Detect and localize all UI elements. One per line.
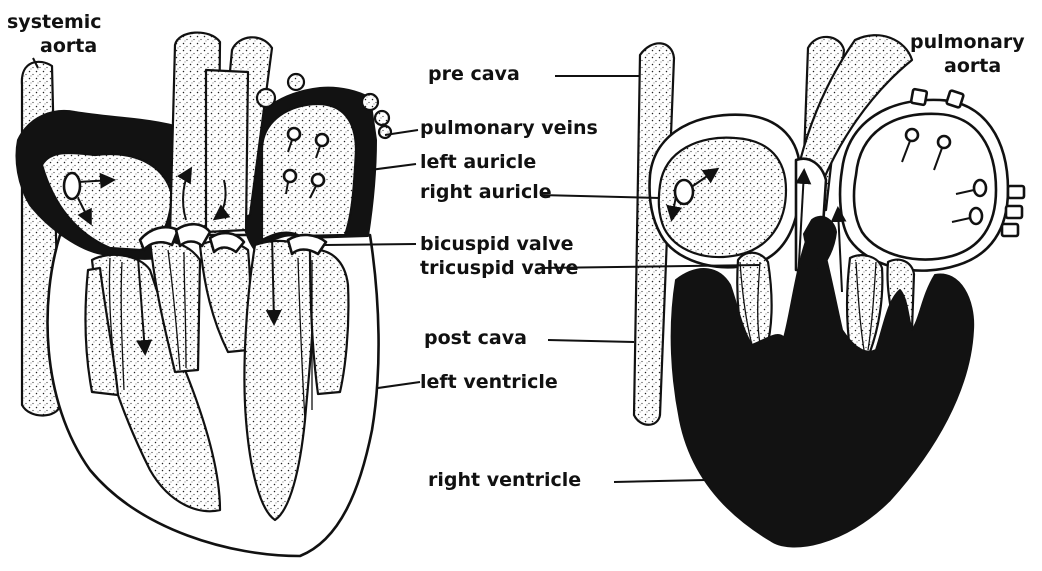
- vessel-opening: [64, 173, 80, 199]
- label-systemic-aorta-2: aorta: [40, 35, 97, 57]
- vessel-opening: [675, 180, 693, 204]
- right-auricle-chamber: [262, 104, 356, 240]
- pulmonary-vein-stub: [1002, 224, 1018, 236]
- pulmonary-vein-stub: [257, 89, 275, 107]
- label-tricuspid-valve: tricuspid valve: [420, 257, 578, 279]
- label-left-auricle: left auricle: [420, 151, 536, 173]
- pulmonary-vessel-inner: [206, 70, 248, 232]
- label-pulmonary-aorta-2: aorta: [944, 55, 1001, 77]
- label-bicuspid-valve: bicuspid valve: [420, 233, 574, 255]
- label-left-ventricle: left ventricle: [420, 371, 558, 393]
- pulmonary-vein-stub: [946, 90, 964, 108]
- valve-flap: [176, 224, 210, 246]
- label-right-auricle: right auricle: [420, 181, 552, 203]
- pulmonary-vein-stub: [288, 74, 304, 90]
- pulmonary-vein-stub: [911, 89, 927, 105]
- pulmonary-vein-stub: [1008, 186, 1024, 198]
- right-ventricle-wall: [310, 250, 348, 394]
- right-heart-view: [634, 35, 1024, 546]
- left-heart-section: [17, 33, 392, 556]
- label-systemic-aorta-1: systemic: [7, 11, 102, 33]
- flow-arrow: [838, 210, 842, 292]
- pulmonary-vein-stub: [379, 126, 391, 138]
- valve-leaflet: [847, 255, 882, 352]
- label-pre-cava: pre cava: [428, 63, 520, 85]
- label-pulmonary-veins: pulmonary veins: [420, 117, 598, 139]
- label-post-cava: post cava: [424, 327, 527, 349]
- label-right-ventricle: right ventricle: [428, 469, 581, 491]
- pulmonary-vein-stub: [375, 111, 389, 125]
- label-pulmonary-aorta-1: pulmonary: [910, 31, 1025, 53]
- pulmonary-vein-stub: [362, 94, 378, 110]
- pulmonary-vein-stub: [1006, 206, 1022, 218]
